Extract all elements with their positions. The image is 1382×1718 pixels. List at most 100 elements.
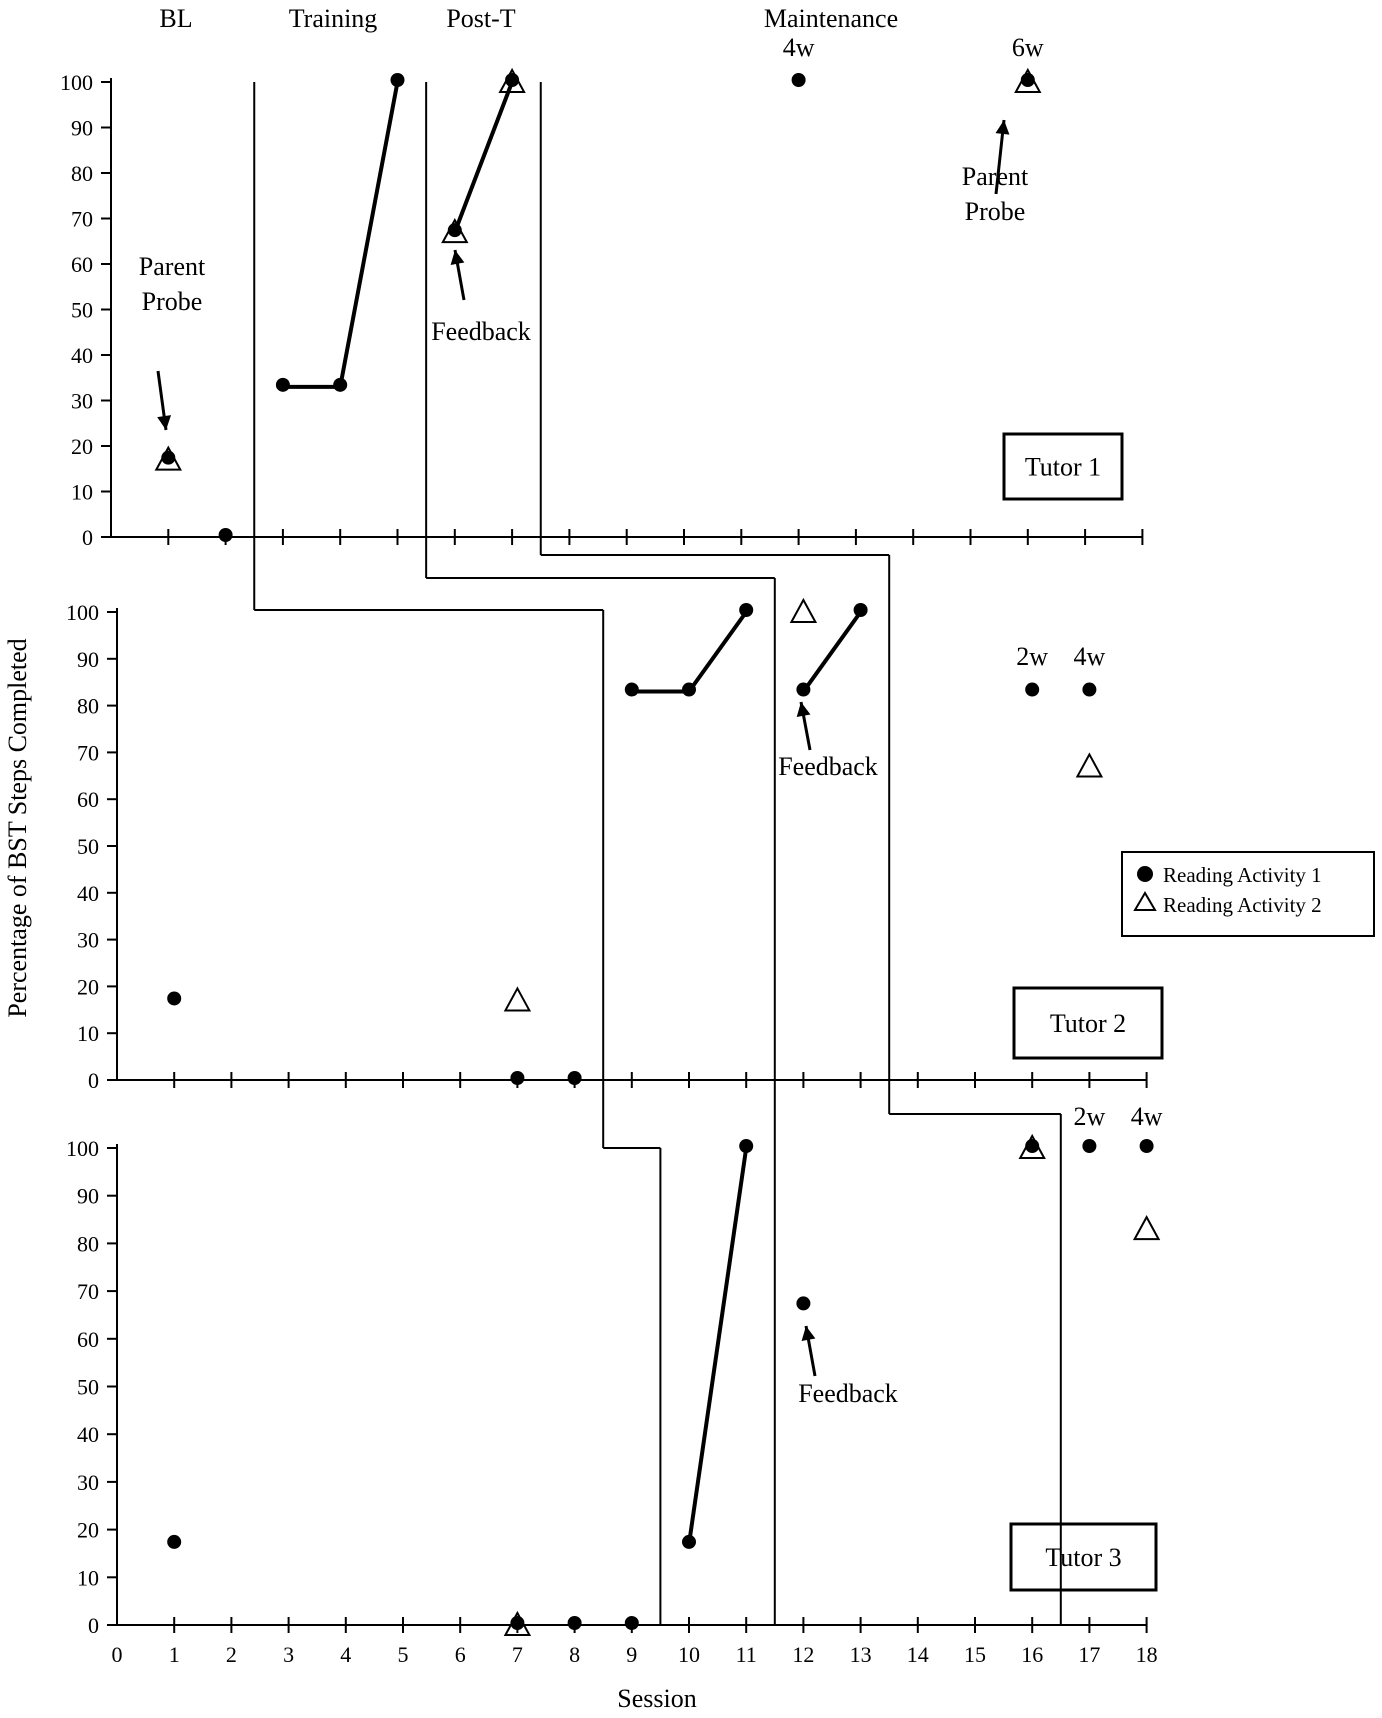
tutor-label-box (1002, 432, 1124, 501)
y-tick-label: 50 (77, 1375, 99, 1400)
y-tick-label: 0 (88, 1068, 99, 1093)
data-point-circle (796, 682, 811, 697)
session-label: 6w (1012, 33, 1044, 62)
y-tick-label: 20 (77, 1518, 99, 1543)
y-tick-label: 20 (77, 974, 99, 999)
tutor-label: Tutor 1 (1025, 453, 1101, 482)
phase-label: Maintenance (764, 4, 898, 33)
y-tick-label: 100 (66, 600, 99, 625)
session-label: 4w (1131, 1102, 1163, 1131)
x-tick-label: 18 (1136, 1642, 1158, 1667)
x-tick-label: 6 (455, 1642, 466, 1667)
data-point-circle (1082, 1139, 1097, 1153)
data-point-circle (624, 682, 639, 697)
y-tick-label: 30 (71, 389, 93, 414)
annotation-text: Parent (139, 252, 206, 281)
data-point-circle (1025, 682, 1040, 697)
tutor-label: Tutor 3 (1045, 1543, 1121, 1572)
annotation-text: Probe (965, 197, 1026, 226)
x-tick-label: 1 (169, 1642, 180, 1667)
series-line (282, 81, 400, 389)
tutor-label-box (1012, 986, 1164, 1060)
data-point-circle (853, 603, 868, 617)
x-tick-label: 14 (907, 1642, 929, 1667)
data-point-triangle (498, 67, 526, 93)
legend-label: Reading Activity 2 (1163, 893, 1322, 917)
phase-label: Post-T (446, 4, 515, 33)
tutor-label: Tutor 2 (1050, 1009, 1126, 1038)
y-tick-label: 90 (77, 1184, 99, 1209)
y-tick-label: 90 (77, 647, 99, 672)
data-point-circle (567, 1071, 582, 1085)
annotation-arrowhead (796, 702, 811, 718)
data-point-circle (510, 1071, 525, 1085)
y-tick-label: 100 (66, 1136, 99, 1161)
y-tick-label: 80 (77, 1231, 99, 1256)
data-point-triangle (789, 597, 818, 623)
data-point-triangle (154, 445, 182, 471)
x-tick-label: 17 (1078, 1642, 1100, 1667)
y-tick-label: 70 (77, 740, 99, 765)
y-tick-label: 70 (71, 207, 93, 232)
x-tick-label: 5 (398, 1642, 409, 1667)
annotation-arrowhead (157, 415, 172, 430)
y-tick-label: 100 (60, 70, 93, 95)
y-tick-label: 0 (82, 525, 93, 550)
y-tick-label: 80 (71, 161, 93, 186)
data-point-circle (275, 377, 290, 392)
annotation-arrowhead (801, 1326, 816, 1342)
legend-label: Reading Activity 1 (1163, 863, 1322, 887)
y-tick-label: 10 (77, 1565, 99, 1590)
data-point-circle (739, 1139, 754, 1153)
annotation-arrowhead (995, 120, 1010, 135)
x-tick-label: 12 (792, 1642, 814, 1667)
y-tick-label: 90 (71, 116, 93, 141)
x-tick-label: 11 (736, 1642, 757, 1667)
session-label: 4w (1074, 642, 1106, 671)
data-point-circle (791, 73, 806, 87)
phase-label: Training (289, 4, 378, 33)
y-tick-label: 80 (77, 694, 99, 719)
session-label: 4w (783, 33, 815, 62)
data-point-triangle (1014, 67, 1042, 93)
phase-label: BL (159, 4, 192, 33)
legend-circle-icon (1137, 866, 1153, 882)
x-axis-title: Session (617, 1684, 696, 1713)
data-point-circle (1082, 682, 1097, 697)
series-line (687, 1147, 749, 1545)
data-point-circle (1139, 1139, 1154, 1153)
data-point-circle (218, 528, 233, 542)
session-label: 2w (1074, 1102, 1106, 1131)
data-point-triangle (441, 218, 469, 244)
x-tick-label: 7 (512, 1642, 523, 1667)
x-tick-label: 16 (1021, 1642, 1043, 1667)
series-line (452, 81, 514, 233)
y-tick-label: 40 (71, 343, 93, 368)
data-point-triangle (1132, 1215, 1161, 1241)
session-label: 2w (1016, 642, 1048, 671)
data-point-circle (333, 377, 348, 392)
data-point-circle (167, 991, 182, 1006)
annotation-text: Feedback (798, 1379, 898, 1408)
y-tick-label: 60 (77, 787, 99, 812)
data-point-triangle (503, 986, 532, 1012)
annotation-text: Feedback (431, 317, 531, 346)
y-tick-label: 50 (71, 298, 93, 323)
x-tick-label: 4 (340, 1642, 351, 1667)
y-tick-label: 30 (77, 1470, 99, 1495)
y-tick-label: 50 (77, 834, 99, 859)
series-line (631, 610, 748, 694)
x-tick-label: 3 (283, 1642, 294, 1667)
data-point-triangle (503, 1610, 532, 1636)
y-tick-label: 40 (77, 1422, 99, 1447)
y-tick-label: 10 (71, 480, 93, 505)
y-tick-label: 30 (77, 928, 99, 953)
x-tick-label: 8 (569, 1642, 580, 1667)
x-tick-label: 13 (850, 1642, 872, 1667)
annotation-text: Probe (142, 287, 203, 316)
legend-triangle-icon (1133, 891, 1157, 911)
annotation-text: Parent (962, 162, 1029, 191)
marks-layer (154, 67, 1161, 1636)
y-tick-label: 60 (71, 252, 93, 277)
